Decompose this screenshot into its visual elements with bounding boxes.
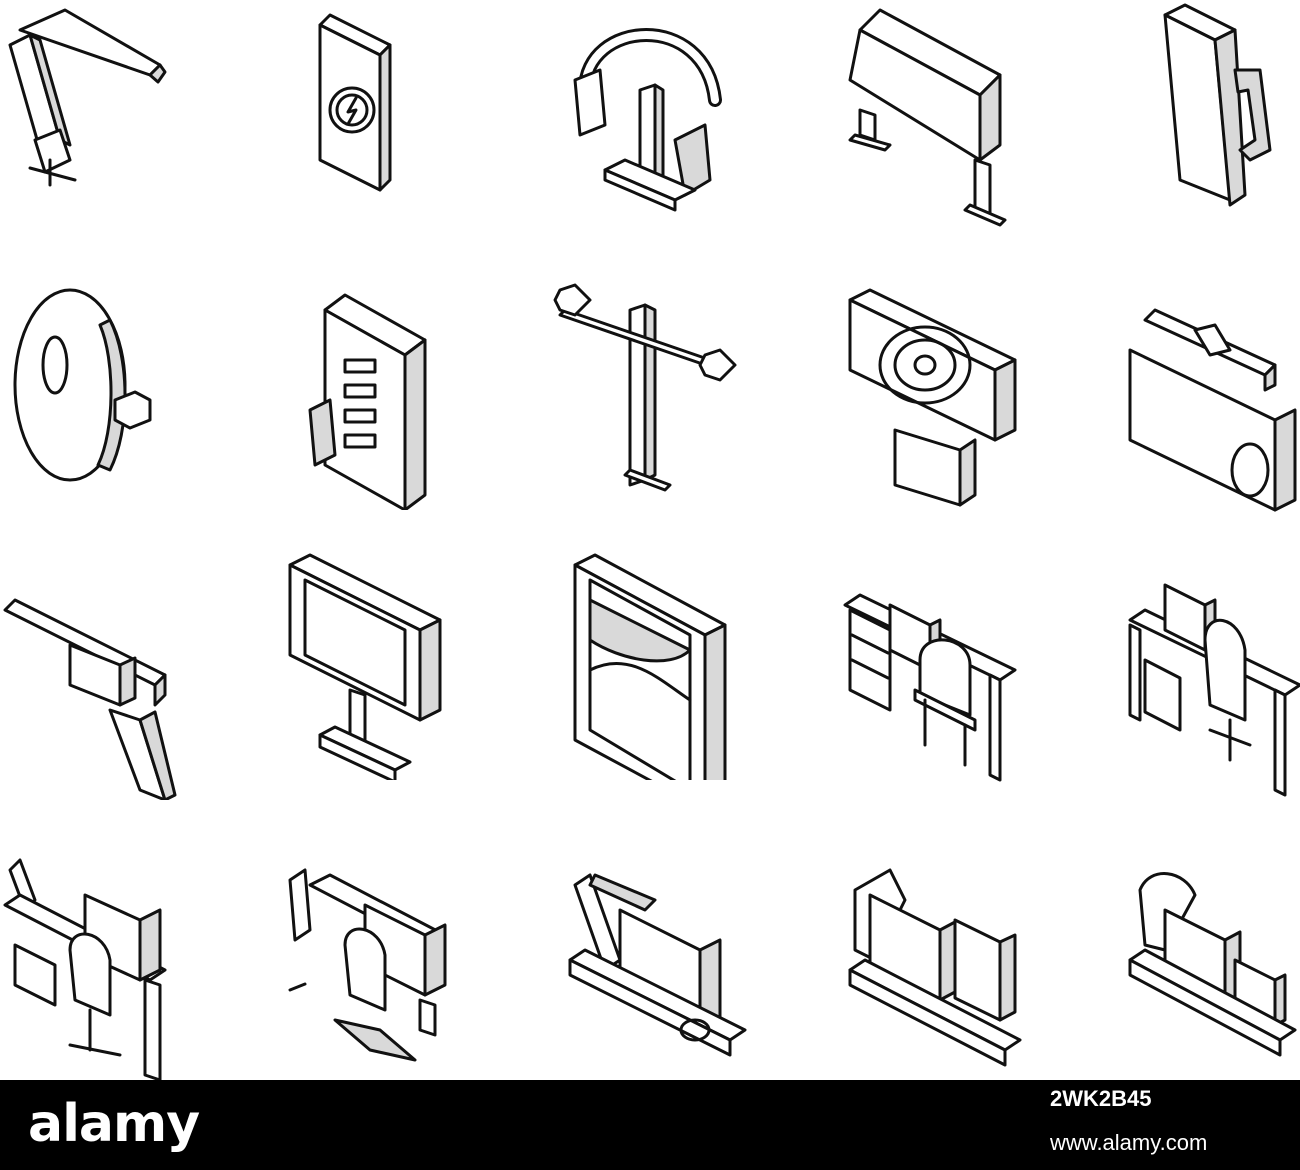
brand-logo[interactable]: alamy [28, 1094, 200, 1154]
monitor-arm-desk-icon [560, 860, 790, 1090]
home-office-desk-icon [830, 580, 1060, 810]
icon-set-artboard [0, 0, 1300, 1080]
stock-footer-bar: alamy 2WK2B45 www.alamy.com [0, 1080, 1300, 1170]
gaming-desk-setup-icon [1110, 570, 1300, 800]
privacy-screen-icon [560, 550, 790, 780]
monitor-stand-icon [830, 0, 1060, 230]
image-id-label: 2WK2B45 [1050, 1086, 1152, 1111]
travel-mug-icon [1110, 0, 1300, 230]
dual-monitor-arm-icon [545, 270, 775, 500]
computer-monitor-icon [285, 550, 515, 780]
usb-hub-icon [285, 280, 515, 510]
desk-lamp-icon [0, 0, 230, 230]
desk-with-speakers-icon [830, 850, 1060, 1080]
workstation-with-chair-icon [0, 850, 230, 1080]
desk-lamp-and-monitor-icon [1110, 850, 1300, 1080]
computer-mouse-icon [0, 280, 230, 510]
site-url-link[interactable]: www.alamy.com [1050, 1130, 1208, 1155]
monitor-light-bar-icon [1110, 290, 1300, 520]
keyboard-tray-arm-icon [0, 570, 230, 800]
standing-desk-setup-icon [270, 860, 500, 1090]
webcam-icon [830, 280, 1060, 510]
headphone-stand-icon [545, 0, 775, 230]
power-bank-icon [260, 0, 490, 230]
